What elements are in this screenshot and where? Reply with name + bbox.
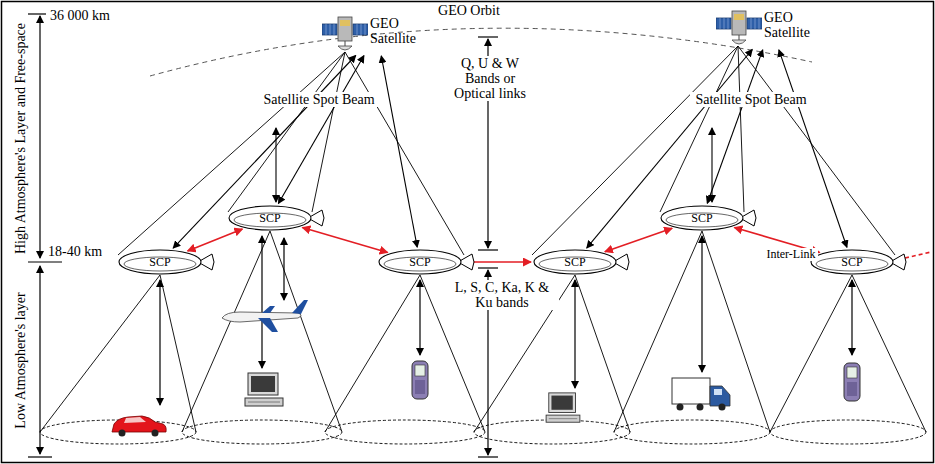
panel-grid: [330, 24, 331, 35]
panel-grid: [361, 24, 362, 35]
satellite-dish: [732, 40, 746, 44]
panel-grid: [728, 18, 729, 29]
platform-cones: [40, 231, 926, 432]
solar-panel: [322, 24, 337, 35]
solar-panel: [716, 18, 731, 29]
platform-oval: SCP: [118, 249, 202, 275]
computer-icon: [245, 373, 283, 406]
truck-icon: [672, 378, 730, 411]
text-label: 36 000 km: [48, 8, 112, 23]
layer-label: High Atmosphere's Layer and Free-space: [13, 18, 28, 258]
panel-grid: [334, 24, 335, 35]
solar-panel: [353, 24, 368, 35]
panel-grid: [326, 24, 327, 35]
panel-grid: [365, 24, 366, 35]
platform-oval: SCP: [378, 249, 462, 275]
beam-link-arrow: [173, 56, 356, 249]
beam-link-arrow: [278, 56, 364, 204]
panel-grid: [724, 18, 725, 29]
layer-label: Low Atmosphere's layer: [13, 268, 28, 452]
ground-cells: [40, 420, 926, 444]
satellite-label: GEO Satellite: [370, 16, 432, 46]
altitude-scale: [28, 14, 62, 457]
satellite-icon: [716, 6, 762, 48]
edge-label: Inter-Link: [764, 248, 817, 261]
platform-label: SCP: [118, 256, 202, 269]
platform-ellipse: [661, 206, 743, 230]
solar-panel: [747, 18, 762, 29]
car-icon: [112, 416, 166, 437]
panel-grid: [755, 18, 756, 29]
panel-grid: [759, 18, 760, 29]
text-label: L, S, C, Ka, K & Ku bands: [445, 280, 559, 310]
airplane-icon: [222, 300, 308, 332]
platform-ellipse: [379, 250, 461, 274]
inter-link-continuation: [905, 252, 931, 258]
text-label: Satellite Spot Beam: [258, 92, 380, 107]
platform-ellipse: [119, 250, 201, 274]
platform-label: SCP: [378, 256, 462, 269]
inter-link-arrow: [302, 228, 387, 253]
phone-icon: [412, 361, 428, 399]
beam-link-arrow: [779, 50, 847, 247]
satellite-node: GEO Satellite: [322, 12, 432, 54]
panel-grid: [357, 24, 358, 35]
platform-label: SCP: [810, 256, 894, 269]
panel-grid: [751, 18, 752, 29]
beam-link-arrow: [381, 56, 417, 247]
phone-icon: [844, 363, 860, 401]
platform-oval: SCP: [228, 205, 312, 231]
satellite-node: GEO Satellite: [716, 6, 826, 48]
satellite-body: [732, 11, 746, 35]
text-label: 18-40 km: [46, 244, 104, 259]
inter-link-arrow: [188, 229, 243, 251]
platform-oval: SCP: [660, 205, 744, 231]
platform-ellipse: [229, 206, 311, 230]
platform-label: SCP: [533, 256, 617, 269]
text-label: Q, U & W Bands or Optical links: [443, 56, 537, 101]
text-label: GEO Orbit: [412, 3, 526, 18]
inter-link-arrow: [605, 228, 672, 251]
panel-grid: [720, 18, 721, 29]
platform-oval: SCP: [810, 249, 894, 275]
platform-oval: SCP: [533, 249, 617, 275]
user-links: [160, 236, 852, 405]
text-label: Satellite Spot Beam: [690, 92, 812, 107]
platform-ellipse: [534, 250, 616, 274]
platform-ellipse: [811, 250, 893, 274]
satellite-dish: [338, 46, 352, 50]
computer-icon: [546, 393, 580, 422]
platform-label: SCP: [660, 212, 744, 225]
satellite-foil: [734, 14, 744, 20]
satellite-body: [338, 17, 352, 41]
beam-link-arrow: [707, 50, 762, 203]
dish-mast: [345, 41, 346, 46]
satellite-foil: [340, 20, 350, 26]
satellite-label: GEO Satellite: [764, 10, 826, 40]
platform-label: SCP: [228, 212, 312, 225]
dish-mast: [739, 35, 740, 40]
satellite-icon: [322, 12, 368, 54]
spot-beam-lines: [118, 46, 895, 255]
